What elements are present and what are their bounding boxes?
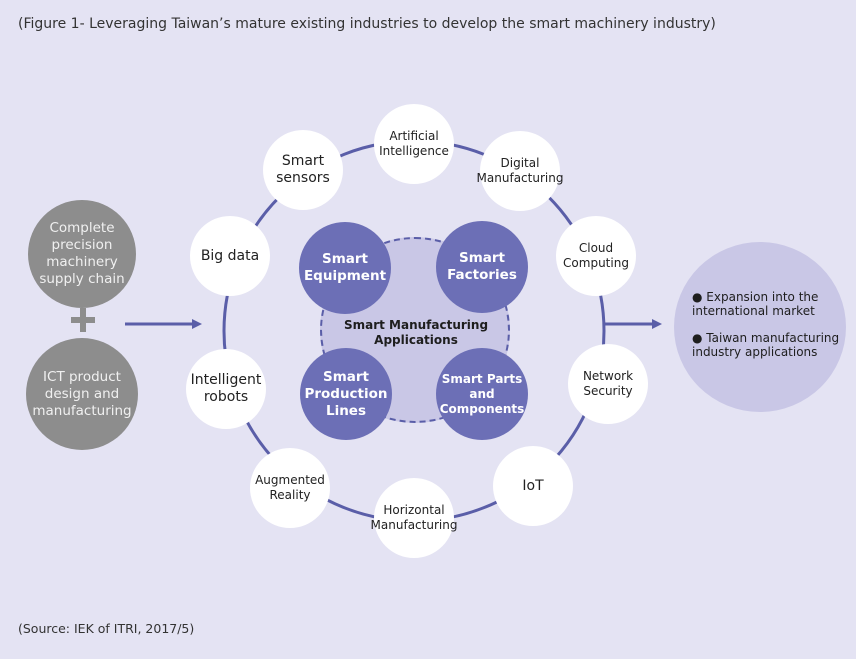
outcome-item: ● Taiwan manufacturing industry applicat… (692, 331, 840, 359)
outcome-item: ● Expansion into the international marke… (692, 290, 819, 318)
source-note: (Source: IEK of ITRI, 2017/5) (18, 621, 195, 636)
supply-chain-circle: Complete precision machinery supply chai… (28, 200, 136, 308)
plus-icon (71, 308, 95, 332)
center-label: Smart Manufacturing Applications (343, 318, 489, 347)
outcome-list: ● Expansion into the international marke… (692, 290, 842, 372)
big-data-node: Big data (190, 216, 270, 296)
ict-circle: ICT product design and manufacturing (26, 338, 138, 450)
outcome-circle (674, 242, 846, 412)
iot-node: IoT (493, 446, 573, 526)
figure-caption: (Figure 1- Leveraging Taiwan’s mature ex… (18, 16, 716, 32)
